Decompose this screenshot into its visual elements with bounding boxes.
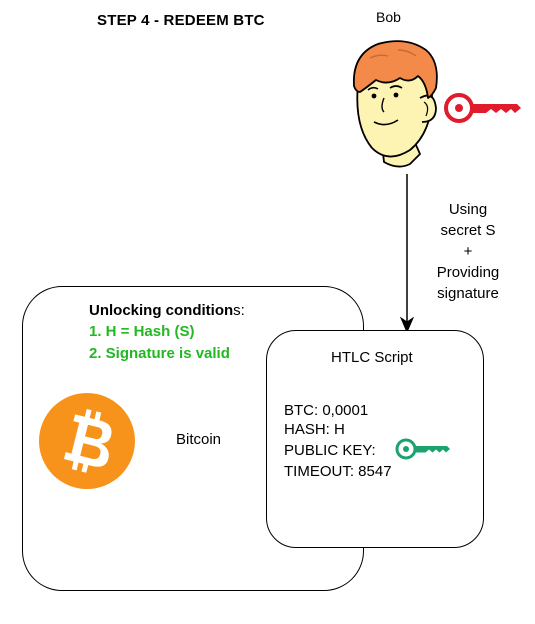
diagram-title: STEP 4 - REDEEM BTC: [97, 12, 265, 29]
flow-arrow: [399, 174, 415, 334]
action-line: Providing: [436, 264, 500, 281]
unlocking-condition: 2. Signature is valid: [89, 345, 230, 362]
htlc-title: HTLC Script: [331, 349, 413, 366]
action-line: +: [463, 243, 473, 260]
person-icon: [353, 40, 438, 168]
action-line: signature: [437, 285, 499, 302]
unlocking-heading-rest: s:: [233, 302, 245, 319]
bitcoin-icon: [39, 393, 135, 489]
htlc-script-box: [266, 330, 484, 548]
unlocking-condition: 1. H = Hash (S): [89, 323, 195, 340]
htlc-btc-amount: BTC: 0,0001: [284, 402, 369, 419]
htlc-hash: HASH: H: [284, 421, 345, 438]
action-label: Using secret S + Providing signature: [420, 199, 516, 304]
green-key-icon: [395, 438, 450, 460]
htlc-timeout: TIMEOUT: 8547: [284, 463, 392, 480]
htlc-public-key-label: PUBLIC KEY:: [284, 442, 376, 459]
actor-name: Bob: [376, 9, 401, 25]
unlocking-conditions-heading: Unlocking conditions:: [89, 302, 245, 319]
chain-label: Bitcoin: [176, 431, 222, 448]
action-line: Using: [448, 201, 488, 218]
red-key-icon: [444, 93, 521, 123]
unlocking-heading-bold: Unlocking condition: [89, 302, 234, 319]
action-line: secret S: [440, 222, 496, 239]
